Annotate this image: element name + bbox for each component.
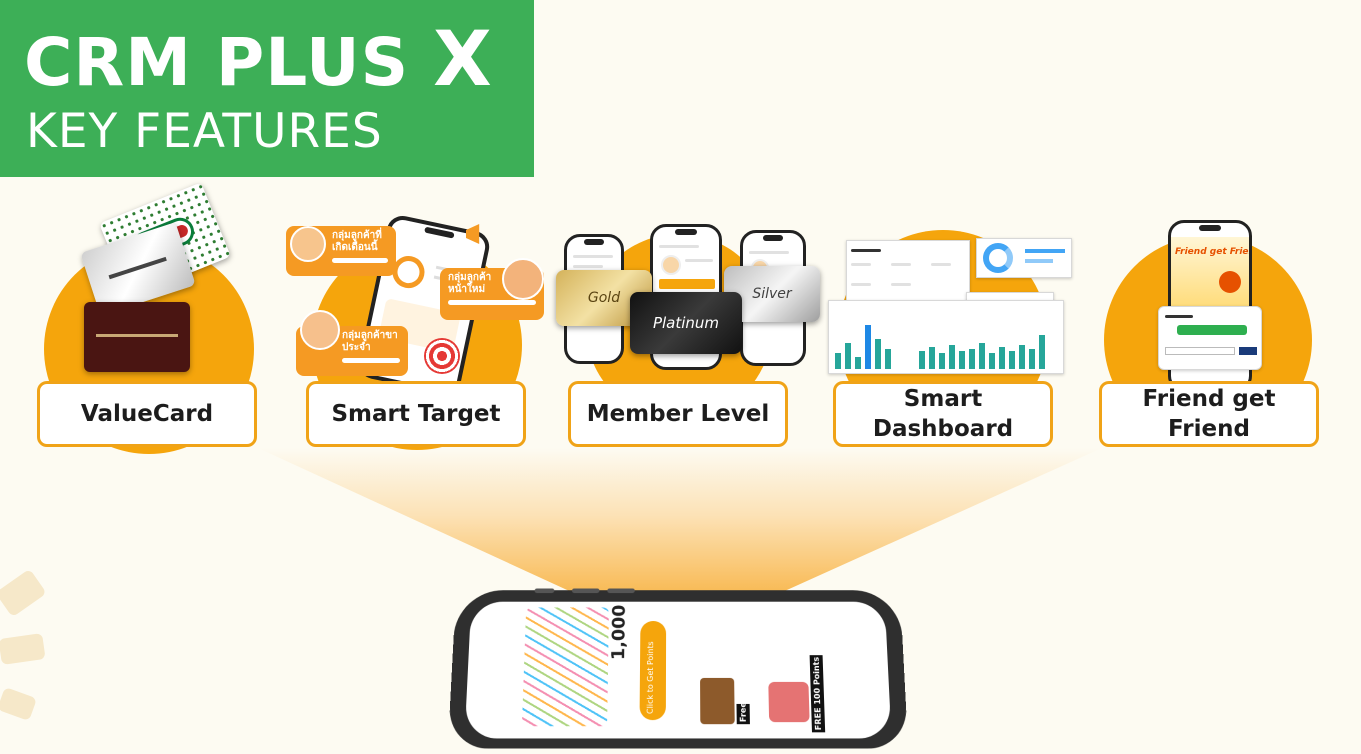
feature-label-friend-get-friend[interactable]: Friend get Friend	[1099, 381, 1319, 447]
fgf-share-popup	[1158, 306, 1262, 370]
promo-points-image	[768, 681, 810, 723]
target-pill-birthday: กลุ่มลูกค้าที่เกิดเดือนนี้	[286, 226, 396, 276]
target-icon	[424, 338, 460, 374]
feature-label-valuecard[interactable]: ValueCard	[37, 381, 257, 447]
dashboard-panel	[846, 240, 970, 304]
feature-label-member-level[interactable]: Member Level	[568, 381, 788, 447]
points-value: 1,000	[608, 604, 630, 661]
dashboard-chart	[828, 300, 1064, 374]
fgf-screen-title: Friend get Friend	[1175, 247, 1249, 257]
promo-drink-label: Free Drink	[736, 675, 750, 725]
phone-screen: 1,000 Free Drink FREE 100 Points Click t…	[464, 601, 892, 739]
title-banner: CRM PLUS X KEY FEATURES	[0, 0, 534, 177]
promo-points-label: FREE 100 Points	[809, 654, 826, 733]
dashboard-panel	[976, 238, 1072, 278]
feature-label-smart-target[interactable]: Smart Target	[306, 381, 526, 447]
phone-mockup-main: 1,000 Free Drink FREE 100 Points Click t…	[447, 588, 909, 749]
promo-drink-image	[700, 677, 735, 725]
avatar	[290, 226, 326, 262]
squiggle-card	[521, 607, 609, 727]
tier-card-platinum: Platinum	[630, 292, 742, 354]
avatar	[300, 310, 340, 350]
avatar	[502, 258, 544, 300]
page-title: CRM PLUS X	[24, 14, 493, 103]
megaphone-icon	[466, 224, 480, 244]
page-subtitle: KEY FEATURES	[26, 104, 383, 159]
get-points-label: Click to Get Points	[645, 641, 656, 715]
feature-label-smart-dashboard[interactable]: Smart Dashboard	[833, 381, 1053, 447]
card-image	[84, 302, 190, 372]
